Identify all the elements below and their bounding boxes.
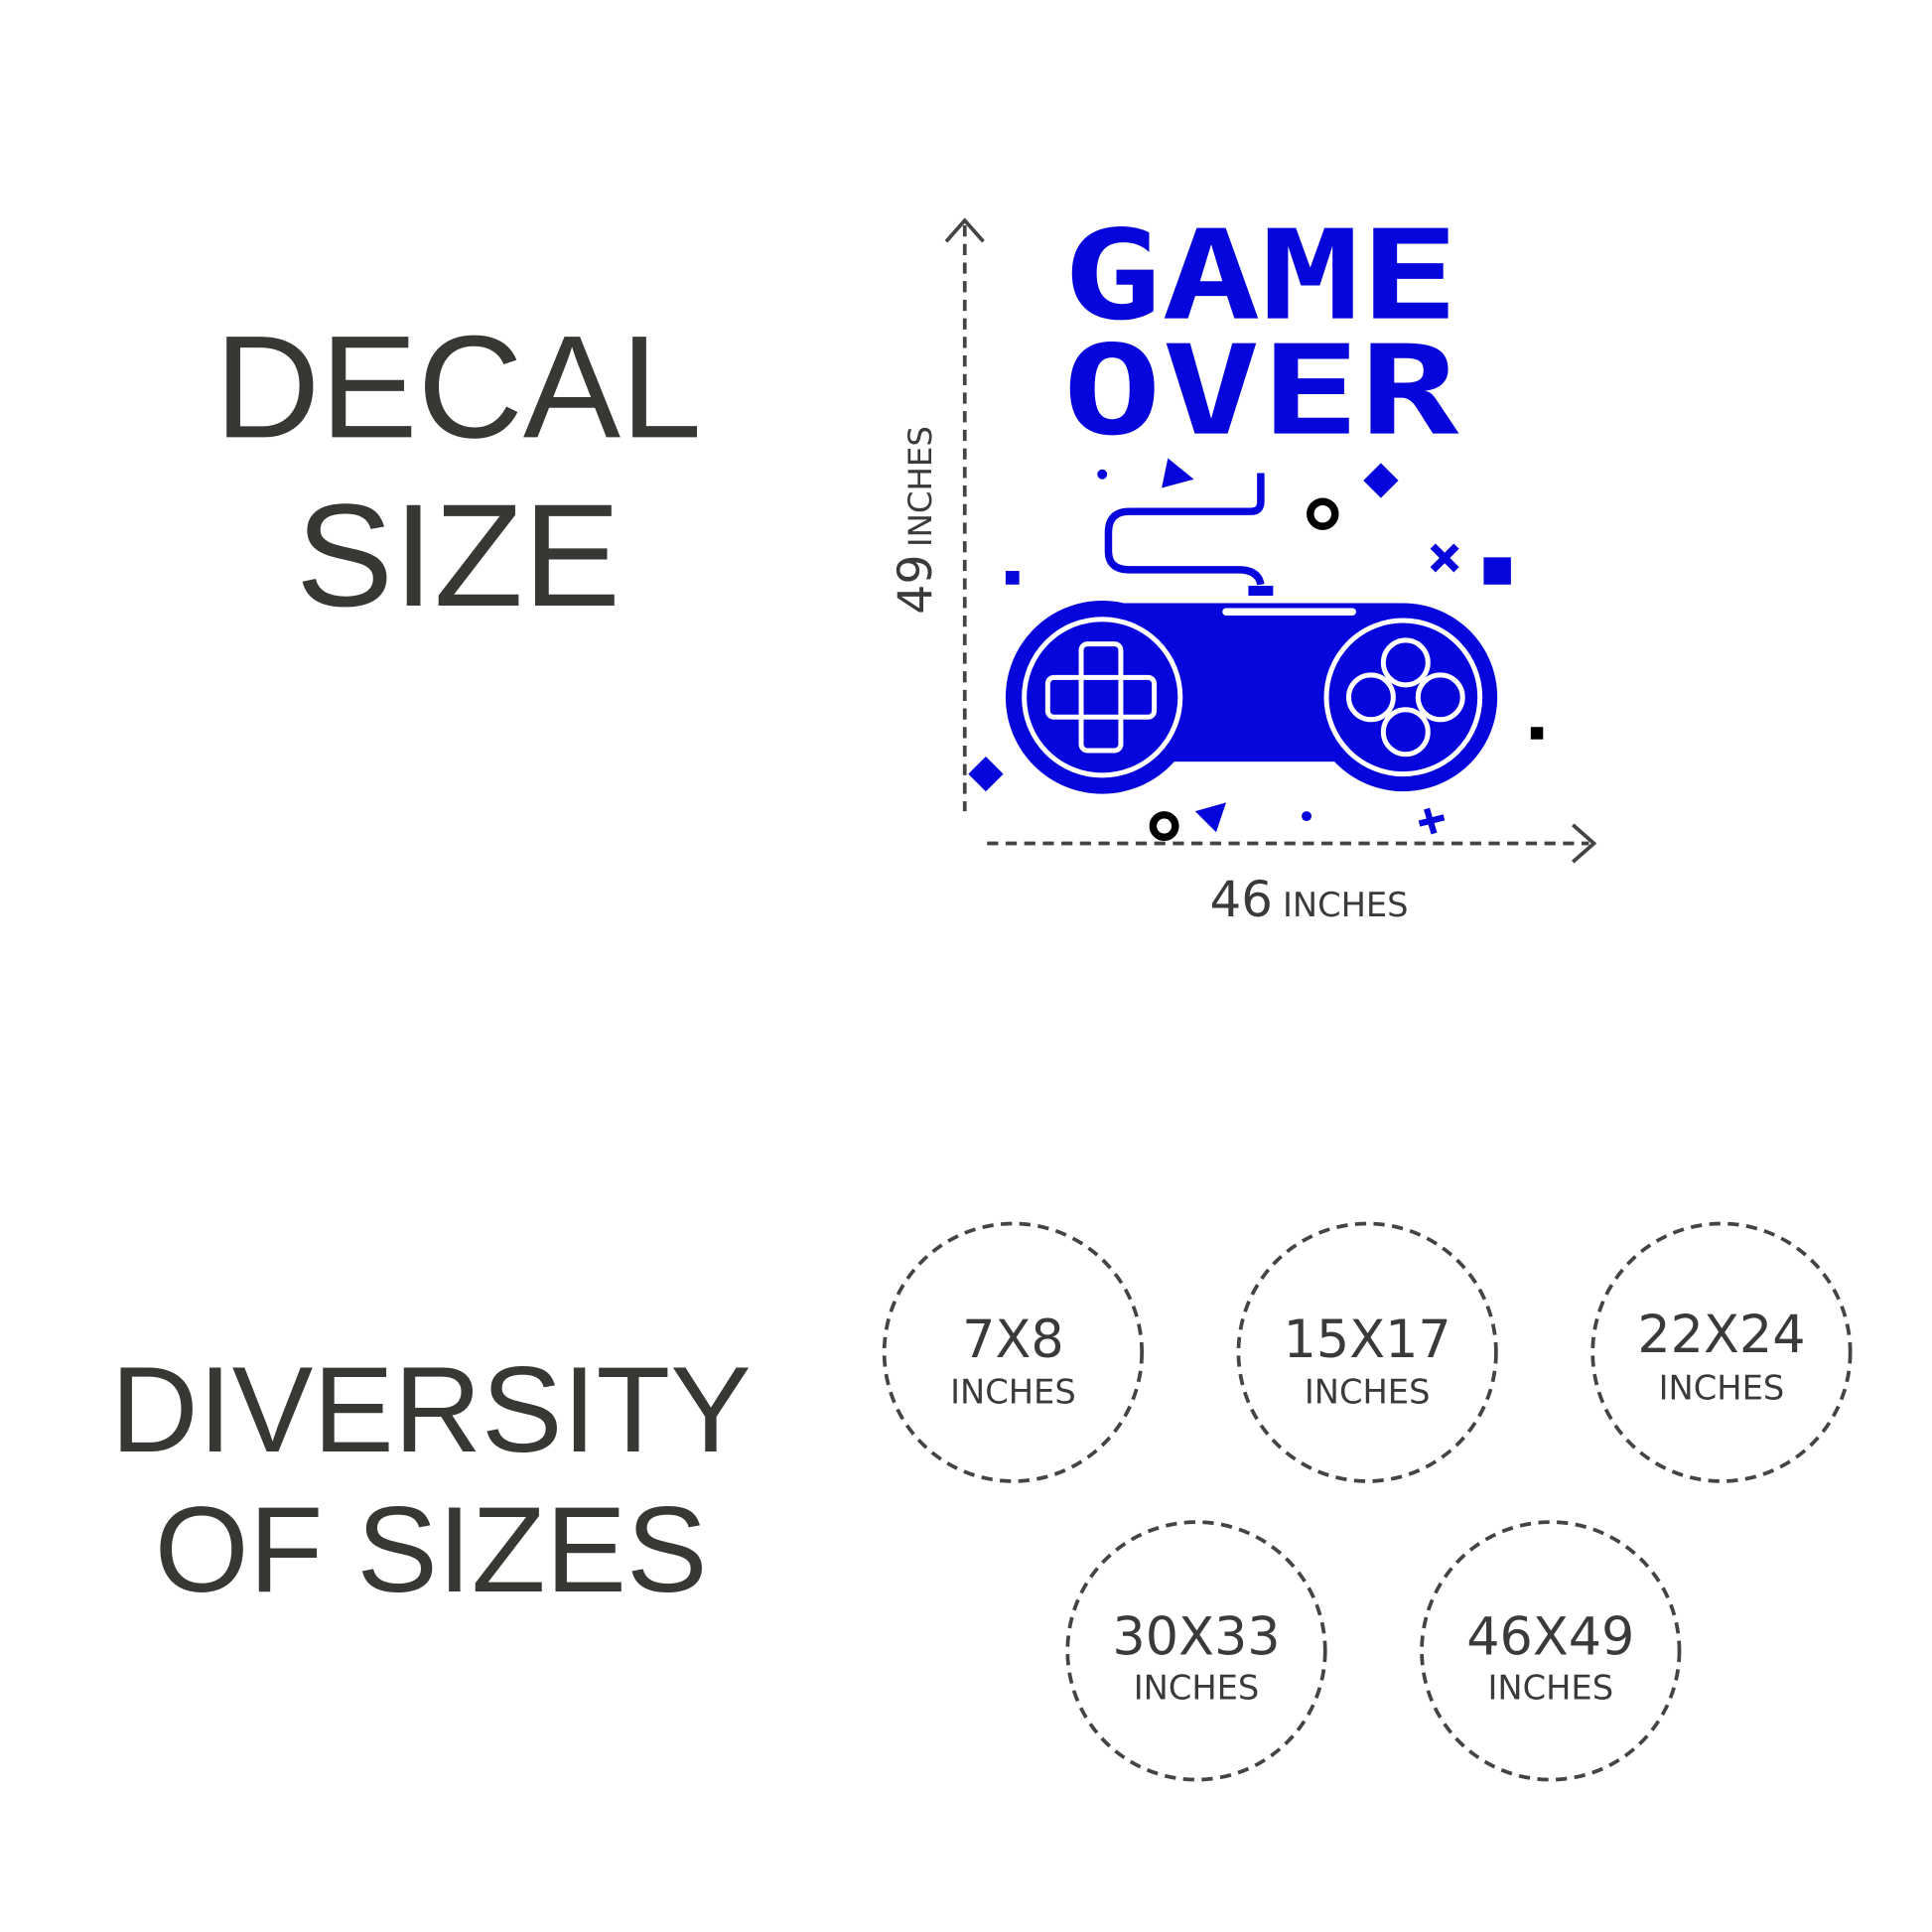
game-over-decal: GAME OVER — [968, 205, 1544, 842]
size-unit: INCHES — [1659, 1369, 1785, 1408]
decal-text-game: GAME — [1062, 205, 1458, 348]
height-unit: INCHES — [901, 426, 939, 547]
diversity-heading-line1: DIVERSITY — [110, 1341, 751, 1477]
gamepad-icon — [1005, 473, 1498, 794]
size-option: 15X17 INCHES — [1236, 1221, 1498, 1483]
size-unit: INCHES — [1487, 1668, 1613, 1707]
dpad-icon — [1044, 641, 1158, 754]
decal-size-heading-line1: DECAL — [214, 306, 702, 469]
size-value: 30X33 — [1112, 1607, 1280, 1668]
size-unit: INCHES — [950, 1372, 1076, 1411]
width-label: 46 INCHES — [1210, 871, 1409, 928]
width-unit: INCHES — [1283, 886, 1409, 924]
diversity-heading-line2: OF SIZES — [155, 1481, 708, 1617]
size-option: 46X49 INCHES — [1420, 1520, 1682, 1782]
svg-text:49INCHES: 49 INCHES — [889, 426, 943, 615]
height-label: 49 INCHES — [889, 426, 943, 615]
size-value: 15X17 — [1284, 1310, 1451, 1370]
width-value: 46 — [1210, 871, 1273, 928]
decal-size-heading-line2: SIZE — [296, 475, 621, 637]
size-unit: INCHES — [1134, 1668, 1260, 1707]
width-arrow — [987, 823, 1597, 864]
height-value: 49 — [889, 554, 943, 614]
size-value: 22X24 — [1637, 1305, 1805, 1365]
size-unit: INCHES — [1305, 1372, 1431, 1411]
size-option: 22X24 INCHES — [1590, 1221, 1853, 1483]
size-value: 46X49 — [1466, 1607, 1634, 1668]
size-option: 30X33 INCHES — [1065, 1520, 1327, 1782]
height-arrow — [944, 217, 985, 812]
size-option: 7X8 INCHES — [882, 1221, 1145, 1483]
decal-text-over: OVER — [1062, 320, 1459, 464]
action-buttons-icon — [1345, 637, 1465, 758]
size-value: 7X8 — [962, 1310, 1064, 1370]
